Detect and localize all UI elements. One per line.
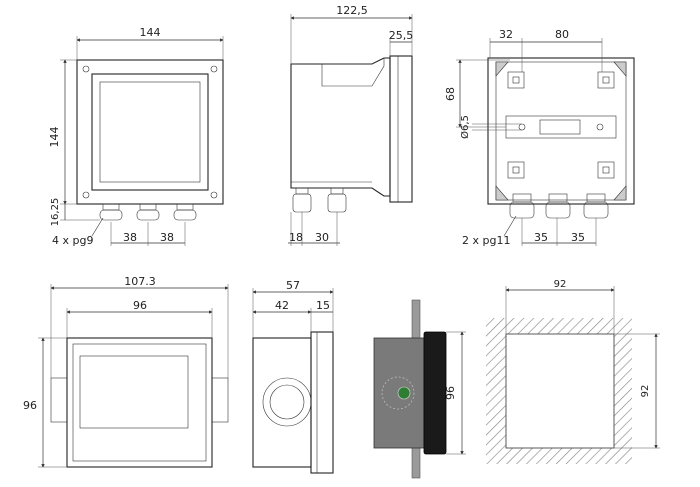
dim-back-height: 68 <box>444 87 457 101</box>
front-view: 144 144 16,25 38 38 4 x pg9 <box>48 26 224 247</box>
cutout-view: 92 92 <box>486 279 660 464</box>
dim-front-width: 144 <box>140 26 161 39</box>
dim-gland-spacing-1: 38 <box>123 231 137 244</box>
dim-panel-side-depth: 57 <box>286 279 300 292</box>
cable-gland <box>509 193 535 219</box>
screw-icon <box>82 191 90 199</box>
panel-side-bezel <box>310 331 334 474</box>
screw-icon <box>210 191 218 199</box>
panel-side-view: 57 42 15 <box>252 279 334 474</box>
cable-gland <box>545 193 571 219</box>
status-led-icon <box>397 386 411 400</box>
front-housing <box>76 59 224 205</box>
dim-front-height: 144 <box>48 127 61 148</box>
panel-front-housing <box>66 337 213 468</box>
dim-cutout-height: 92 <box>640 385 651 398</box>
panel-front-view: 107.3 96 96 <box>23 275 229 468</box>
dim-back-2: 80 <box>555 28 569 41</box>
dim-side-spacing-1: 18 <box>289 231 303 244</box>
dim-side-depth: 122,5 <box>336 4 368 17</box>
gland-note-back: 2 x pg11 <box>462 234 510 247</box>
dim-panel-width-inner: 96 <box>133 299 147 312</box>
dim-back-spacing-2: 35 <box>571 231 585 244</box>
dim-side-spacing-2: 30 <box>315 231 329 244</box>
back-view: 32 80 68 Ø6,5 35 35 2 x pg11 <box>444 28 635 247</box>
panel-side-connector <box>262 377 312 427</box>
panel-mounted-view: 96 <box>373 299 466 479</box>
cable-gland <box>173 203 197 221</box>
cable-gland <box>327 187 347 213</box>
mount-boss <box>597 71 615 89</box>
side-view: 122,5 25,5 18 30 <box>288 4 413 246</box>
mount-boss <box>507 71 525 89</box>
dim-back-hole: Ø6,5 <box>459 115 471 139</box>
dim-panel-side-front: 15 <box>316 299 330 312</box>
screw-icon <box>82 65 90 73</box>
cable-gland <box>136 203 160 221</box>
dim-panel-height: 96 <box>23 399 37 412</box>
front-window-frame <box>91 73 209 191</box>
mount-boss <box>597 161 615 179</box>
side-housing <box>290 57 391 197</box>
back-housing <box>487 57 635 205</box>
panel-side-body <box>252 337 312 468</box>
panel-front-display <box>79 355 189 429</box>
dim-panel-mount-height: 96 <box>444 386 457 400</box>
dim-side-front: 25,5 <box>389 29 414 42</box>
dim-cutout-width: 92 <box>554 279 567 290</box>
gland-note-front: 4 x pg9 <box>52 234 93 247</box>
side-front-bezel <box>389 55 413 203</box>
dim-panel-width-outer: 107.3 <box>124 275 156 288</box>
dim-back-spacing-1: 35 <box>534 231 548 244</box>
mount-boss <box>507 161 525 179</box>
screw-icon <box>210 65 218 73</box>
dim-offset-height: 16,25 <box>50 198 61 227</box>
front-display <box>99 81 201 183</box>
dim-back-1: 32 <box>499 28 513 41</box>
cable-gland <box>99 203 123 221</box>
dim-gland-spacing-2: 38 <box>160 231 174 244</box>
cable-gland <box>292 187 312 213</box>
mounting-rail <box>505 115 617 139</box>
dim-panel-side-body: 42 <box>275 299 289 312</box>
cable-gland <box>583 193 609 219</box>
cutout-opening <box>505 333 615 449</box>
mounted-bezel <box>423 331 447 455</box>
